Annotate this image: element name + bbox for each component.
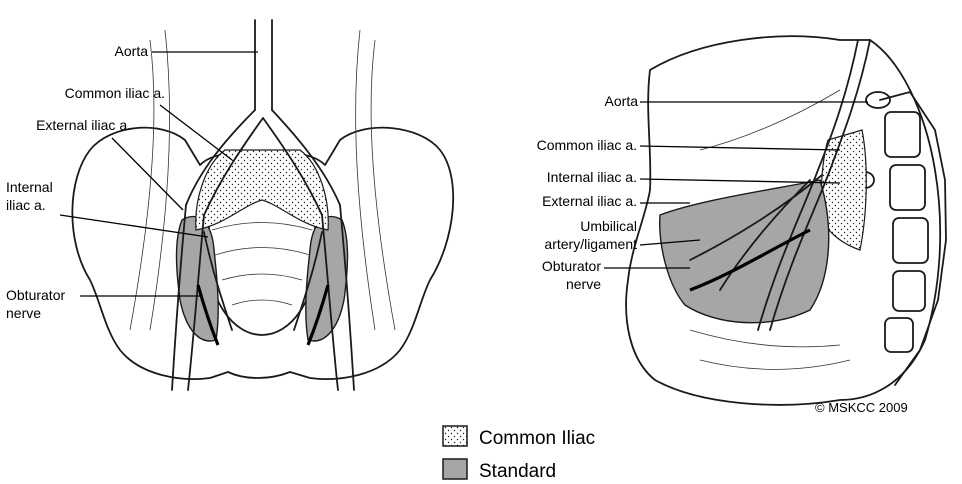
right-label-external-iliac: External iliac a. [542,193,637,209]
right-label-umbilical-line2: artery/ligament [544,236,637,252]
legend: Common Iliac Standard [443,426,595,482]
left-label-external-iliac: External iliac a. [36,117,131,133]
right-spine [880,92,946,385]
right-label-obturator-line2: nerve [566,276,601,292]
legend-swatch-common-iliac [443,426,467,446]
left-aorta [255,20,272,110]
right-label-obturator-line1: Obturator [542,258,601,274]
legend-label-standard: Standard [479,461,556,482]
right-label-internal-iliac: Internal iliac a. [547,169,637,185]
right-label-umbilical-line1: Umbilical [580,218,637,234]
left-label-obturator-line2: nerve [6,305,41,321]
right-label-common-iliac: Common iliac a. [537,137,637,153]
legend-swatch-standard [443,459,467,479]
left-anterior-pelvis-illustration: Aorta Common iliac a. External iliac a. … [6,20,453,390]
left-label-common-iliac: Common iliac a. [65,85,165,101]
legend-label-common-iliac: Common Iliac [479,428,595,449]
right-aorta-cross-section [866,92,890,108]
copyright-notice: © MSKCC 2009 [815,400,908,415]
left-label-aorta: Aorta [115,43,149,59]
right-standard-region [660,180,829,323]
left-standard-region-right [306,217,348,341]
right-label-aorta: Aorta [605,93,639,109]
right-lateral-pelvis-illustration: Aorta Common iliac a. Internal iliac a. … [537,36,946,415]
left-label-internal-iliac-line1: Internal [6,179,53,195]
left-label-obturator-line1: Obturator [6,287,65,303]
left-label-internal-iliac-line2: iliac a. [6,197,46,213]
left-internal-iliac-vessels [204,232,322,330]
